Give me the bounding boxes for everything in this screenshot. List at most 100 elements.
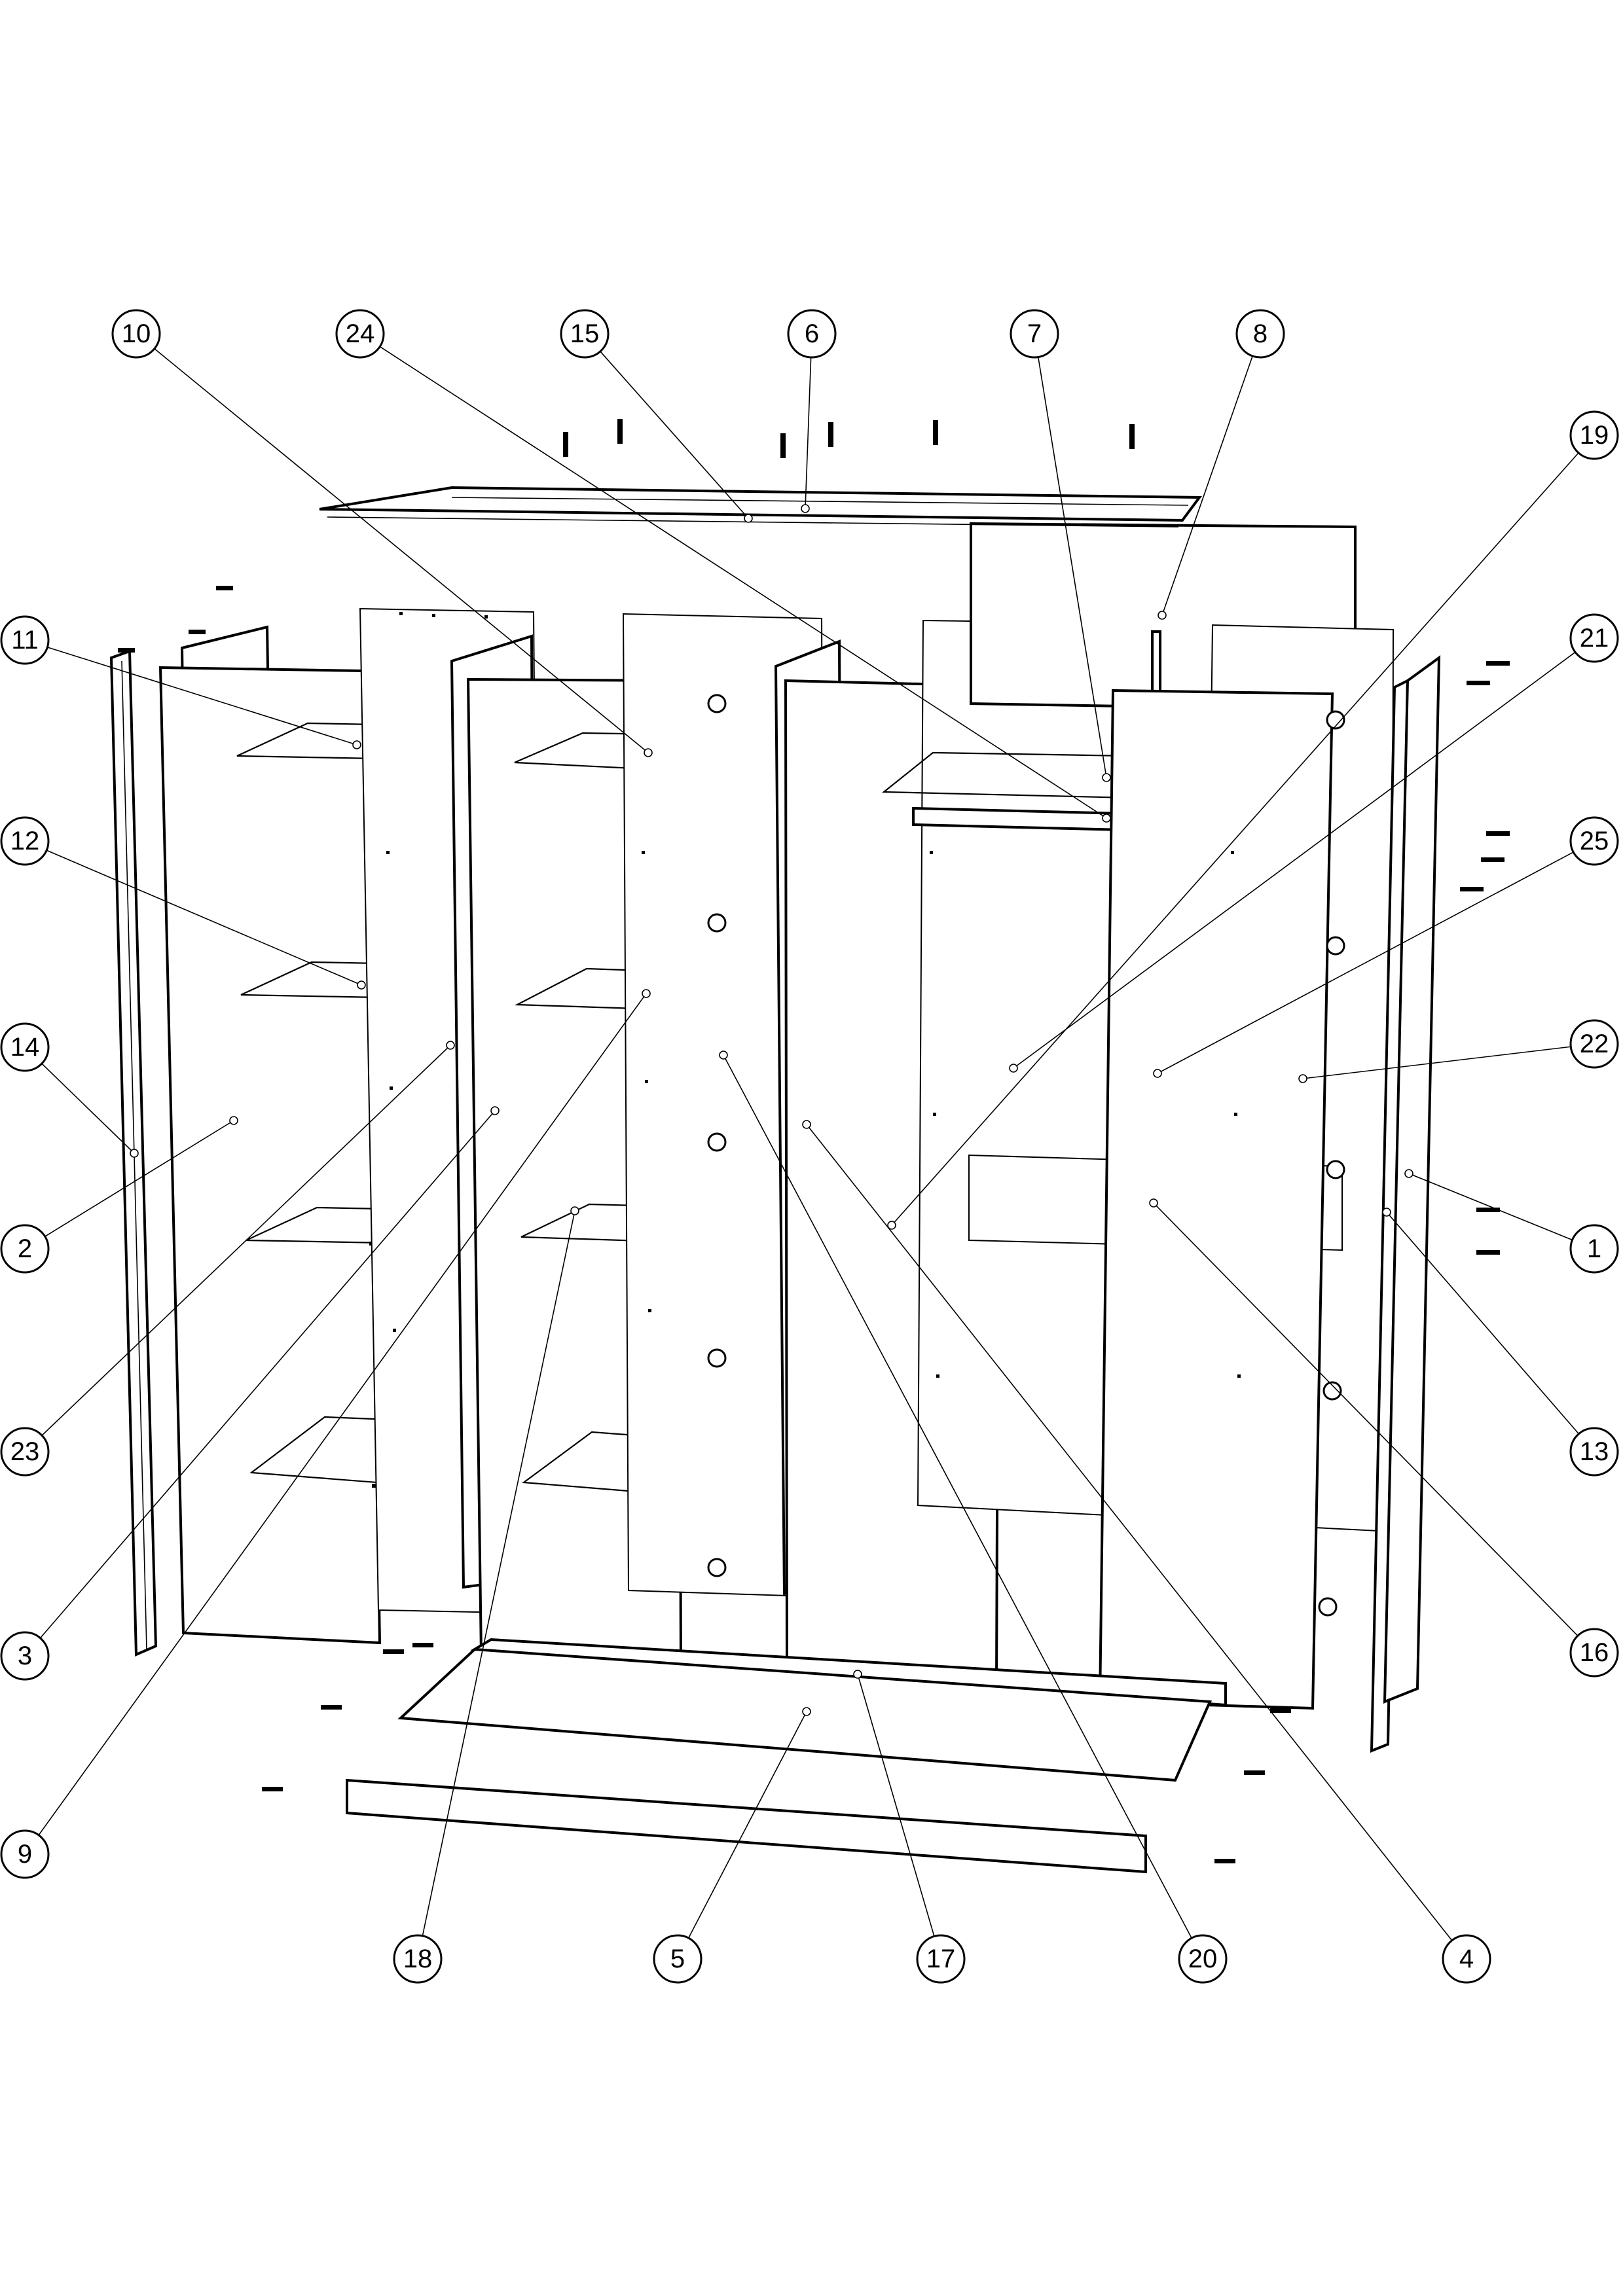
callout-5: 5	[653, 1934, 702, 1984]
callout-circle	[787, 309, 837, 359]
callout-label: 3	[18, 1641, 32, 1670]
leader-line-25	[1157, 852, 1574, 1074]
door-hinges	[707, 694, 1345, 1617]
callout-circle	[560, 309, 610, 359]
callout-label: 10	[122, 319, 151, 348]
callout-circle	[1569, 613, 1619, 663]
callout-circle	[1569, 410, 1619, 460]
leader-line-16	[1153, 1202, 1578, 1636]
callout-circle	[1178, 1934, 1228, 1984]
callout-label: 12	[10, 827, 40, 855]
callout-circle	[0, 615, 50, 665]
leader-line-24	[379, 346, 1107, 819]
leader-line-12	[46, 850, 362, 986]
callout-7: 7	[1010, 309, 1059, 359]
leader-anchor-5	[802, 1707, 811, 1716]
leader-line-22	[1302, 1046, 1571, 1079]
leader-anchor-17	[853, 1670, 862, 1679]
leader-line-6	[805, 357, 812, 509]
leader-line-8	[1161, 355, 1253, 616]
right-door	[1098, 689, 1334, 1710]
callout-circle	[0, 1224, 50, 1274]
callout-circle	[1235, 309, 1285, 359]
fasteners	[118, 419, 1510, 1863]
leader-line-3	[39, 1110, 496, 1639]
top-panel	[319, 486, 1202, 528]
leader-line-21	[1013, 651, 1576, 1069]
leader-line-18	[422, 1210, 575, 1936]
callout-9: 9	[0, 1829, 50, 1879]
callout-label: 19	[1580, 421, 1609, 450]
callout-circle	[0, 1631, 50, 1681]
callout-circle	[1569, 816, 1619, 866]
callout-circle	[1442, 1934, 1491, 1984]
callout-25: 25	[1569, 816, 1619, 866]
callout-circle	[1569, 1019, 1619, 1069]
callout-17: 17	[916, 1934, 966, 1984]
callout-label: 5	[670, 1945, 685, 1973]
leader-anchor-19	[887, 1221, 896, 1230]
leader-anchor-1	[1404, 1169, 1413, 1178]
leader-anchor-10	[644, 748, 653, 757]
callout-4: 4	[1442, 1934, 1491, 1984]
leader-anchor-6	[801, 504, 810, 513]
callout-circle	[0, 1022, 50, 1072]
callout-label: 14	[10, 1033, 40, 1062]
leader-anchor-16	[1149, 1198, 1158, 1208]
leader-lines	[38, 346, 1580, 1941]
leader-anchor-14	[130, 1149, 139, 1158]
leader-anchor-20	[719, 1050, 728, 1060]
callout-circle	[111, 309, 161, 359]
leader-line-17	[857, 1674, 935, 1937]
callout-circle	[0, 1829, 50, 1879]
callout-label: 4	[1459, 1945, 1474, 1973]
callout-15: 15	[560, 309, 610, 359]
callout-23: 23	[0, 1427, 50, 1477]
callout-18: 18	[393, 1934, 443, 1984]
leader-anchor-23	[446, 1041, 455, 1050]
callout-21: 21	[1569, 613, 1619, 663]
callout-label: 15	[570, 319, 600, 348]
leader-line-15	[600, 351, 749, 519]
leader-line-11	[47, 647, 357, 745]
leader-anchor-25	[1153, 1069, 1162, 1078]
callout-13: 13	[1569, 1427, 1619, 1477]
callout-label: 7	[1027, 319, 1042, 348]
leader-line-13	[1386, 1211, 1580, 1435]
leader-line-1	[1408, 1173, 1573, 1241]
leader-anchor-13	[1382, 1208, 1391, 1217]
callout-2: 2	[0, 1224, 50, 1274]
callout-circle	[1569, 1628, 1619, 1677]
callout-label: 11	[11, 626, 39, 655]
leader-anchor-11	[352, 740, 361, 749]
leader-line-20	[723, 1054, 1192, 1939]
callout-label: 25	[1580, 827, 1609, 855]
leader-line-14	[41, 1063, 135, 1154]
callout-label: 24	[346, 319, 375, 348]
callout-circle	[393, 1934, 443, 1984]
callout-circle	[653, 1934, 702, 1984]
left-side-panel	[158, 625, 382, 1645]
callout-label: 21	[1580, 624, 1609, 653]
callout-circle	[1569, 1427, 1619, 1477]
leader-line-7	[1037, 357, 1107, 778]
callout-6: 6	[787, 309, 837, 359]
leader-line-19	[891, 452, 1579, 1226]
leader-line-5	[687, 1711, 807, 1939]
callout-label: 16	[1580, 1638, 1609, 1667]
leader-anchor-4	[802, 1120, 811, 1129]
leader-anchor-21	[1009, 1064, 1018, 1073]
callout-circle	[335, 309, 385, 359]
callout-3: 3	[0, 1631, 50, 1681]
callout-label: 22	[1580, 1030, 1609, 1058]
callout-12: 12	[0, 816, 50, 866]
leader-anchor-12	[357, 980, 366, 990]
callout-24: 24	[335, 309, 385, 359]
bottom-base	[346, 1638, 1227, 1874]
leader-anchor-3	[490, 1106, 500, 1115]
callout-label: 2	[18, 1234, 32, 1263]
callout-label: 6	[805, 319, 819, 348]
callout-label: 8	[1253, 319, 1267, 348]
callout-20: 20	[1178, 1934, 1228, 1984]
leader-line-2	[45, 1120, 234, 1237]
